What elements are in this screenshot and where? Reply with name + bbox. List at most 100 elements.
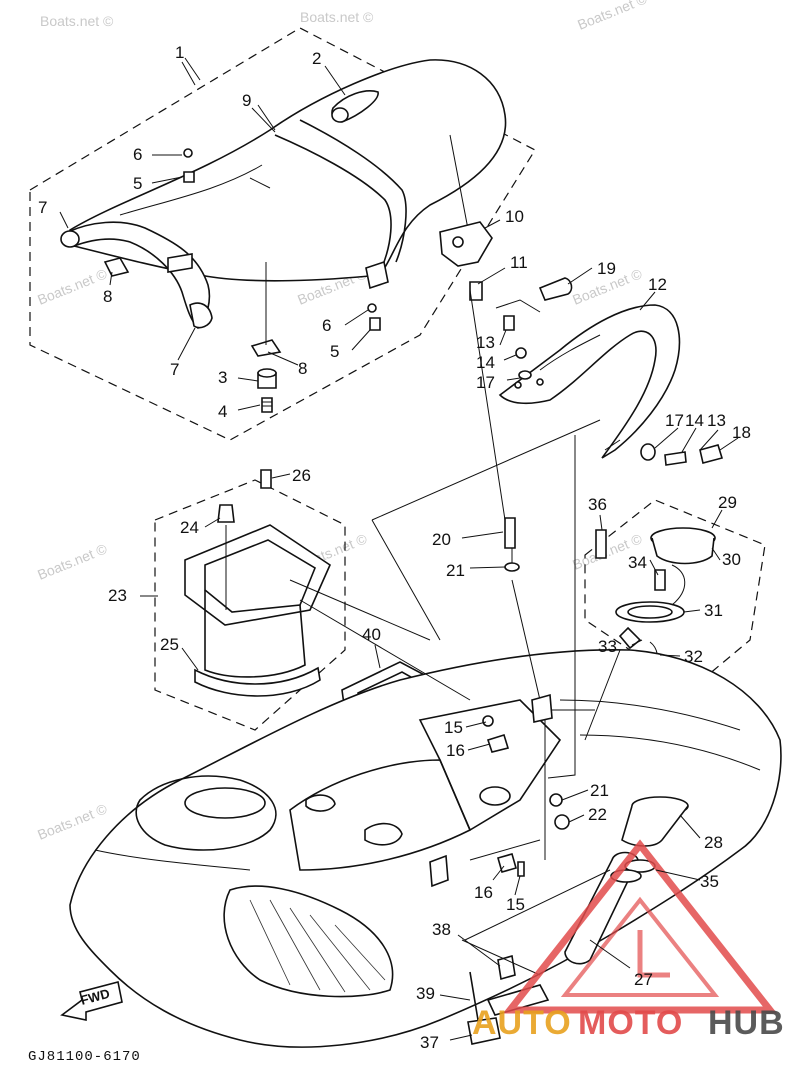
rear-handle-cap xyxy=(60,230,80,248)
watermark: Boats.net © xyxy=(35,800,110,843)
callout-grab-bar: 12 xyxy=(648,275,667,294)
seat-strap xyxy=(274,134,392,273)
fuel-cap-body xyxy=(651,537,715,565)
callout-nut-22: 22 xyxy=(588,805,607,824)
brand-hub: HUB xyxy=(708,1004,785,1042)
callout-spacer-right: 17 xyxy=(665,411,684,430)
callout-leader xyxy=(59,61,739,1041)
seat-latch xyxy=(167,253,193,273)
bolt xyxy=(469,281,483,301)
nut xyxy=(554,814,570,830)
spacer xyxy=(518,370,532,380)
callout-strap: 9 xyxy=(242,91,251,110)
grab-bar-hole xyxy=(514,381,522,389)
bin-wall xyxy=(204,590,306,678)
handle-bracket xyxy=(103,257,130,277)
callout-bolt-left: 13 xyxy=(476,333,495,352)
seat-bolt xyxy=(261,397,273,413)
callout-washer-hull: 15 xyxy=(444,718,463,737)
front-hatch-ring xyxy=(184,787,266,819)
bolt xyxy=(503,315,515,331)
mount-post xyxy=(531,693,553,723)
bracket xyxy=(439,221,493,267)
bin-cap xyxy=(217,504,235,523)
forward-arrow: FWD xyxy=(60,981,123,1021)
clip xyxy=(517,861,525,877)
bracket xyxy=(429,854,449,888)
seat-damper-top xyxy=(257,368,277,378)
callout-bracket: 10 xyxy=(505,207,524,226)
callout-bolt-38: 38 xyxy=(432,920,451,939)
brand-auto: AUTO xyxy=(472,1004,572,1042)
washer xyxy=(515,347,527,359)
storage-bin-group-boundary xyxy=(154,479,346,731)
hull-deck xyxy=(69,289,782,1048)
screw xyxy=(260,469,272,489)
group-boundaries xyxy=(29,27,766,731)
brand-moto: MOTO xyxy=(578,1004,683,1042)
callout-clip-15-lower: 15 xyxy=(506,895,525,914)
tether-chain xyxy=(671,564,686,606)
footwell xyxy=(223,885,394,998)
bracket xyxy=(467,1017,501,1045)
callout-rear-handle: 7 xyxy=(38,198,47,217)
leader-line xyxy=(289,579,471,701)
brand-triangle-icon xyxy=(502,839,778,1014)
callout-filler-hose: 27 xyxy=(634,970,653,989)
filler-neck xyxy=(618,626,642,650)
watermark: Boats.net © xyxy=(40,13,114,29)
callout-bracket-37: 37 xyxy=(420,1033,439,1052)
screw xyxy=(369,317,381,331)
watermark: Boats.net © xyxy=(35,540,110,583)
callout-bolt-right: 13 xyxy=(707,411,726,430)
lower-grab xyxy=(189,302,213,329)
nut xyxy=(497,853,517,873)
callout-nut-hull: 16 xyxy=(446,741,465,760)
brand-triangle-inner xyxy=(560,896,720,997)
callout-nut-16-lower: 16 xyxy=(474,883,493,902)
rod xyxy=(469,971,479,1021)
callout-leaders xyxy=(59,61,739,1041)
screw xyxy=(183,171,195,183)
seat-group-boundary xyxy=(29,27,536,441)
callout-bin-screw: 26 xyxy=(292,466,311,485)
callout-spacer-left: 17 xyxy=(476,373,495,392)
callout-tether-screw: 34 xyxy=(628,553,647,572)
callout-labels: 1 2 9 6 5 7 8 7 3 4 8 6 5 10 11 19 12 13… xyxy=(38,43,751,1052)
callout-rod: 39 xyxy=(416,984,435,1003)
grab-bar-slot xyxy=(539,334,601,371)
washer xyxy=(183,148,193,158)
bolt xyxy=(664,451,687,466)
footwell-shading xyxy=(249,899,386,993)
callout-screw: 5 xyxy=(133,174,142,193)
grab-bar-hole xyxy=(536,378,544,386)
callout-deck-filler: 28 xyxy=(704,833,723,852)
callout-cap-screw: 36 xyxy=(588,495,607,514)
callout-filler-neck: 33 xyxy=(598,637,617,656)
leader-line xyxy=(495,299,621,451)
callout-nut-lower: 21 xyxy=(590,781,609,800)
deck-line xyxy=(559,699,761,771)
watermark: Boats.net © xyxy=(575,0,650,33)
seat-strap-edge xyxy=(299,119,407,263)
clip xyxy=(538,277,573,301)
seat-grip-end xyxy=(331,107,349,123)
callout-fuel-cap-group: 29 xyxy=(718,493,737,512)
front-hatch-opening xyxy=(135,775,277,851)
callout-bin-cap: 24 xyxy=(180,518,199,537)
leader-line xyxy=(371,419,621,976)
bracket-hole xyxy=(452,236,464,248)
washer xyxy=(549,793,563,807)
filler-ring xyxy=(615,601,685,623)
deck-pocket xyxy=(305,794,336,812)
seat-latch-right xyxy=(365,260,389,290)
washer xyxy=(367,303,377,313)
callout-chain: 32 xyxy=(684,647,703,666)
callout-seat-bracket: 8 xyxy=(298,359,307,378)
callout-hatch-gasket: 40 xyxy=(362,625,381,644)
seat-assembly xyxy=(60,57,507,413)
deck-recess xyxy=(418,699,562,832)
brand-logo: AUTO MOTO HUB xyxy=(472,839,785,1042)
callout-seat-bolt: 4 xyxy=(218,402,227,421)
callout-seat: 1 xyxy=(175,43,184,62)
